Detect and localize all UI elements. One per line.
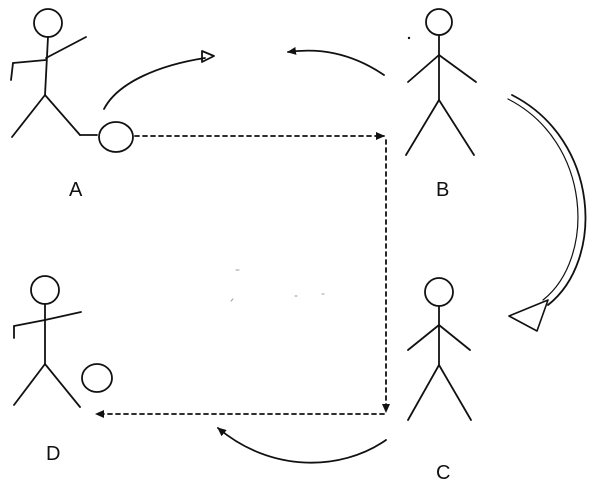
run-arrow-b — [287, 46, 385, 76]
player-c-figure — [407, 277, 472, 421]
scan-specks — [230, 269, 325, 302]
run-arrow-c — [217, 427, 387, 464]
run-arrow-b-to-c — [507, 94, 587, 332]
player-b-figure — [405, 8, 477, 156]
player-d-label: D — [46, 443, 61, 465]
player-a-label: A — [69, 179, 83, 201]
player-b-label: B — [436, 179, 450, 201]
ball-a — [98, 121, 134, 153]
run-arrow-a — [103, 50, 215, 110]
player-c-label: C — [436, 462, 451, 484]
player-d-figure — [13, 275, 82, 408]
ball-d — [81, 363, 113, 393]
player-a-figure — [10, 8, 98, 138]
